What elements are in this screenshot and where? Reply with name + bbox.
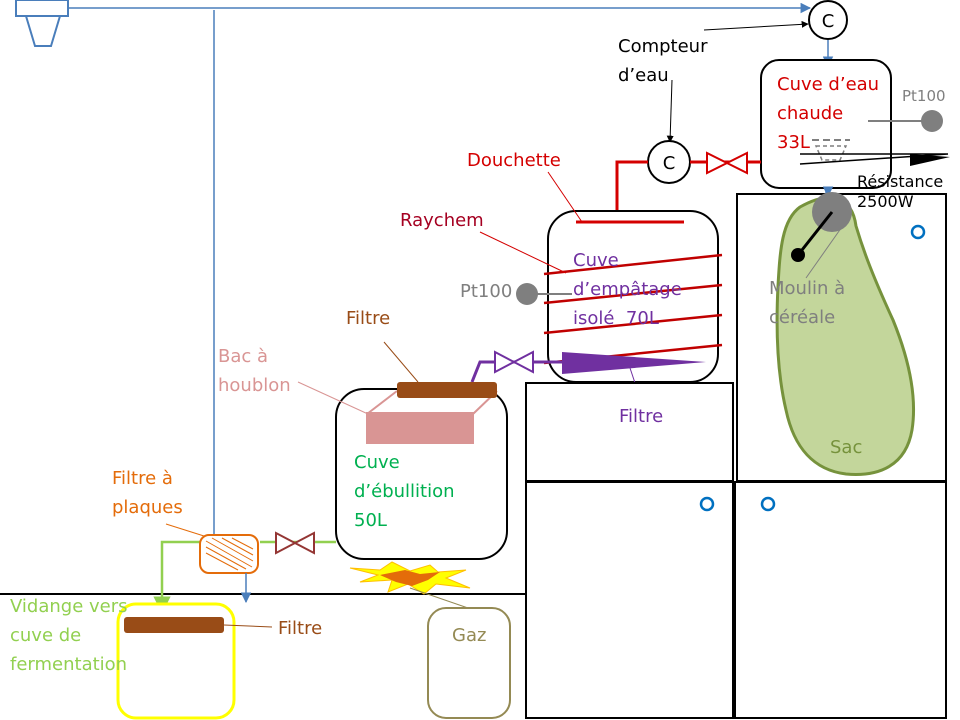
label-pt100-left: Pt100 bbox=[460, 281, 513, 302]
indicator-light-2 bbox=[699, 496, 715, 512]
gas-bottle bbox=[427, 607, 511, 719]
label-raychem: Raychem bbox=[400, 210, 484, 231]
label-boil-kettle: Cuve d’ébullition 50L bbox=[354, 452, 455, 531]
counter-mid-letter: C bbox=[663, 153, 676, 174]
raychem-pointer bbox=[479, 231, 567, 274]
label-douchette: Douchette bbox=[467, 150, 561, 171]
hop-basket bbox=[366, 412, 474, 444]
red-valve-icon bbox=[706, 151, 748, 175]
label-bac-houblon: Bac à houblon bbox=[218, 346, 291, 396]
mash-filter bbox=[562, 352, 706, 374]
label-compteur: Compteur d’eau bbox=[618, 36, 708, 86]
filtre-top-pointer bbox=[383, 341, 419, 383]
bac-pointer bbox=[297, 381, 369, 415]
filtre-plaques-pointer bbox=[165, 523, 205, 537]
compteur-pointer-mid bbox=[666, 79, 674, 143]
mash-transfer-pipe bbox=[470, 360, 562, 383]
pt100-left-probe bbox=[516, 283, 538, 305]
label-sac: Sac bbox=[830, 437, 863, 458]
label-gaz: Gaz bbox=[452, 625, 487, 646]
douchette-pointer bbox=[547, 171, 583, 223]
filtre-bottom-pointer bbox=[223, 624, 273, 628]
maroon-valve-icon bbox=[275, 531, 315, 555]
label-filtre-top: Filtre bbox=[346, 308, 391, 329]
purple-valve-icon bbox=[494, 350, 534, 374]
drain-pipe bbox=[153, 540, 200, 614]
hop-bag-string-left bbox=[366, 390, 398, 415]
gas-flame-core bbox=[380, 570, 440, 586]
compteur-pointer-top bbox=[703, 20, 809, 31]
grain-mill-knob bbox=[791, 248, 805, 262]
label-resistance: Résistance 2500W bbox=[857, 172, 944, 211]
indicator-light-1 bbox=[910, 224, 926, 240]
label-moulin: Moulin à céréale bbox=[769, 278, 846, 328]
fermentation-filter bbox=[124, 617, 224, 633]
label-mash-tun: Cuve d’empâtage isolé 70L bbox=[573, 250, 682, 329]
moulin-pointer bbox=[805, 223, 845, 279]
label-vidange: Vidange vers cuve de fermentation bbox=[10, 596, 128, 675]
label-filtre-plaques: Filtre à plaques bbox=[112, 468, 183, 518]
hot-water-pipe bbox=[615, 160, 648, 222]
grain-bag bbox=[775, 196, 916, 476]
label-hot-water-tank: Cuve d’eau chaude 33L bbox=[777, 74, 880, 153]
label-filtre-purple: Filtre bbox=[619, 406, 664, 427]
boil-filter bbox=[397, 382, 497, 398]
gaz-pointer bbox=[409, 587, 469, 609]
label-pt100-top: Pt100 bbox=[902, 87, 946, 105]
plate-filter bbox=[199, 534, 259, 574]
counter-top-letter: C bbox=[822, 11, 835, 32]
water-counter-top bbox=[808, 0, 848, 40]
grain-mill-handle bbox=[796, 211, 834, 256]
indicator-light-3 bbox=[760, 496, 776, 512]
pt100-top-probe bbox=[921, 110, 943, 132]
resistance-heater-icon bbox=[799, 139, 950, 166]
tap-fitting-icon bbox=[15, 0, 69, 47]
label-filtre-bottom: Filtre bbox=[278, 618, 323, 639]
